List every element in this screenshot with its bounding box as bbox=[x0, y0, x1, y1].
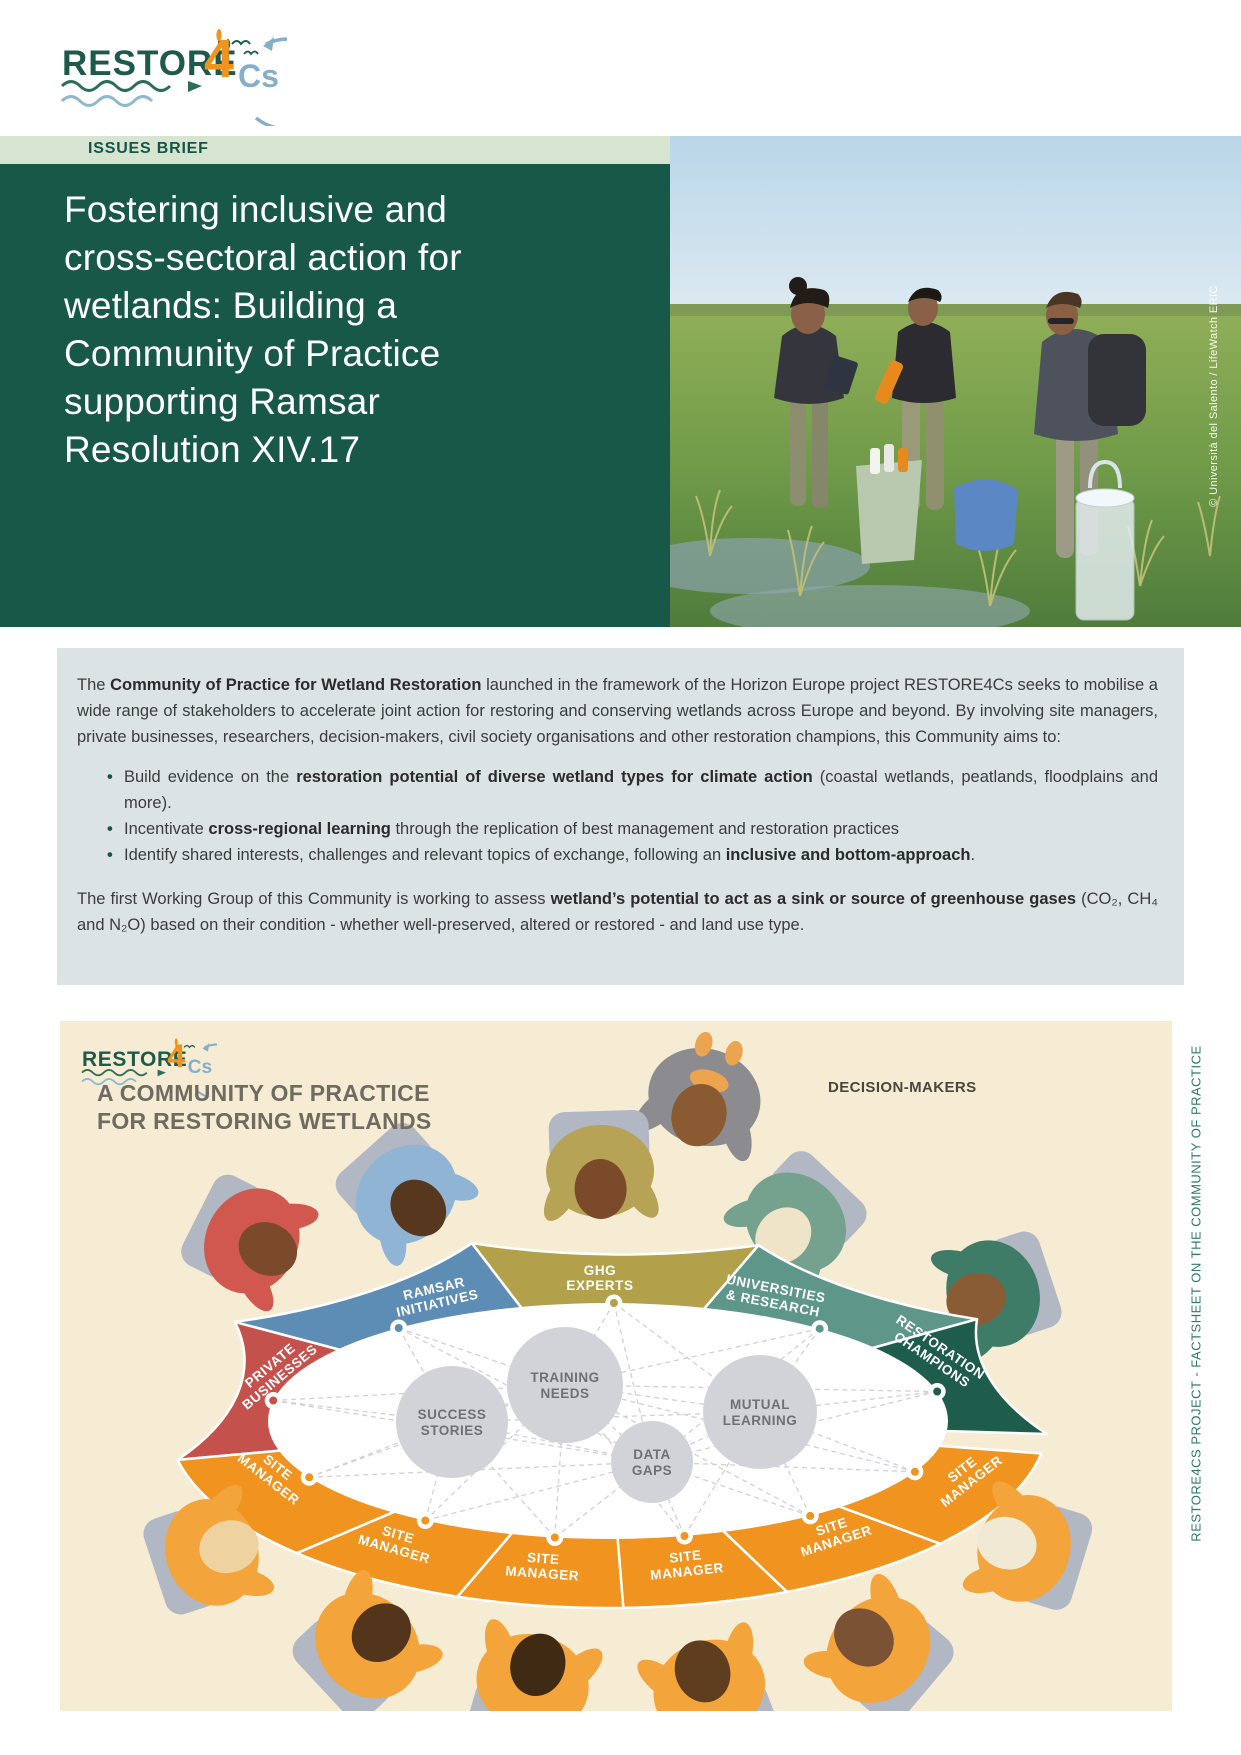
person-site-manager-member-1 bbox=[143, 1484, 275, 1615]
cattail-head-icon bbox=[216, 29, 222, 41]
field-photo bbox=[670, 136, 1241, 627]
kicker-band: ISSUES BRIEF bbox=[0, 136, 670, 164]
wave-arrow-icon bbox=[188, 81, 202, 92]
field-photo-art bbox=[670, 136, 1241, 627]
connector-dot-private-businesses bbox=[264, 1392, 282, 1409]
connector-dot-site-manager-6 bbox=[906, 1463, 924, 1481]
person-site-manager-member-5 bbox=[803, 1573, 954, 1711]
photo-equipment bbox=[856, 444, 1135, 621]
intro-box: The Community of Practice for Wetland Re… bbox=[57, 648, 1184, 985]
logo-text-restore: RESTORE bbox=[82, 1047, 188, 1071]
segment-label-ramsar-initiatives: RAMSARINITIATIVES bbox=[392, 1272, 480, 1320]
connector-dot-ramsar-initiatives bbox=[390, 1319, 408, 1337]
photo-credit: © Università del Salento / LifeWatch ERI… bbox=[1208, 285, 1220, 507]
connector-dot-site-manager-3 bbox=[546, 1529, 564, 1546]
photo-person-left bbox=[774, 277, 858, 508]
person-ghg-member bbox=[543, 1109, 659, 1221]
connector-dot-site-manager-1 bbox=[300, 1468, 318, 1486]
person-universities-member bbox=[723, 1151, 867, 1295]
person-site-manager-member-2 bbox=[292, 1570, 443, 1711]
person-private-businesses-member bbox=[181, 1174, 319, 1312]
kicker-label: ISSUES BRIEF bbox=[88, 140, 209, 157]
connector-dot-ghg-experts bbox=[605, 1294, 623, 1312]
person-ramsar-member bbox=[335, 1123, 479, 1266]
logo-text-four: 4 bbox=[204, 29, 235, 89]
logo-text-four: 4 bbox=[167, 1038, 186, 1075]
bird-small-icon bbox=[243, 50, 259, 56]
sky bbox=[670, 136, 1241, 316]
infographic-heading: A COMMUNITY OF PRACTICE FOR RESTORING WE… bbox=[97, 1080, 432, 1134]
page-title: Fostering inclusive and cross-sectoral a… bbox=[64, 189, 462, 470]
swoosh-arrowhead-icon bbox=[263, 37, 274, 51]
bullet-item: Build evidence on the restoration potent… bbox=[107, 764, 1158, 816]
water-patch-2 bbox=[710, 585, 1030, 627]
restore4cs-logo-small: RESTORE 4 Cs bbox=[76, 1033, 217, 1097]
title-block: Fostering inclusive and cross-sectoral a… bbox=[0, 164, 670, 627]
wave-blue-icon bbox=[60, 95, 154, 107]
bird-icon bbox=[231, 40, 251, 46]
connector-dot-universities-research bbox=[811, 1320, 829, 1338]
connector-dot-site-manager-4 bbox=[676, 1527, 693, 1545]
person-site-manager-member-6 bbox=[962, 1481, 1093, 1610]
intro-bullet-list: Build evidence on the restoration potent… bbox=[77, 764, 1158, 868]
logo-art bbox=[81, 1038, 217, 1097]
connector-dot-restoration-champions bbox=[928, 1383, 946, 1400]
logo-text-cs: Cs bbox=[238, 58, 279, 94]
logo-text-cs: Cs bbox=[187, 1055, 213, 1078]
person-site-manager-member-3 bbox=[468, 1619, 603, 1711]
decision-makers-label: DECISION-MAKERS bbox=[828, 1079, 977, 1096]
bullet-item: Identify shared interests, challenges an… bbox=[107, 842, 1158, 868]
side-caption: RESTORE4CS PROJECT - FACTSHEET ON THE CO… bbox=[1188, 1045, 1204, 1542]
segment-label-site-manager-3: SITEMANAGER bbox=[505, 1548, 581, 1583]
intro-paragraph-1: The Community of Practice for Wetland Re… bbox=[77, 676, 1158, 746]
cattail-head2-icon bbox=[225, 39, 231, 49]
logo-text-restore: RESTORE bbox=[62, 44, 238, 83]
water-patch bbox=[670, 538, 870, 594]
intro-paragraph-2: The first Working Group of this Communit… bbox=[77, 890, 1158, 934]
connector-dot-site-manager-5 bbox=[801, 1507, 819, 1525]
connector-dot-site-manager-2 bbox=[416, 1512, 434, 1529]
restore4cs-logo: RESTORE 4 Cs bbox=[52, 20, 287, 126]
person-site-manager-member-4 bbox=[637, 1622, 776, 1711]
bullet-item: Incentivate cross-regional learning thro… bbox=[107, 816, 1158, 842]
wave-green-icon bbox=[60, 80, 172, 92]
logo-art bbox=[60, 29, 287, 126]
